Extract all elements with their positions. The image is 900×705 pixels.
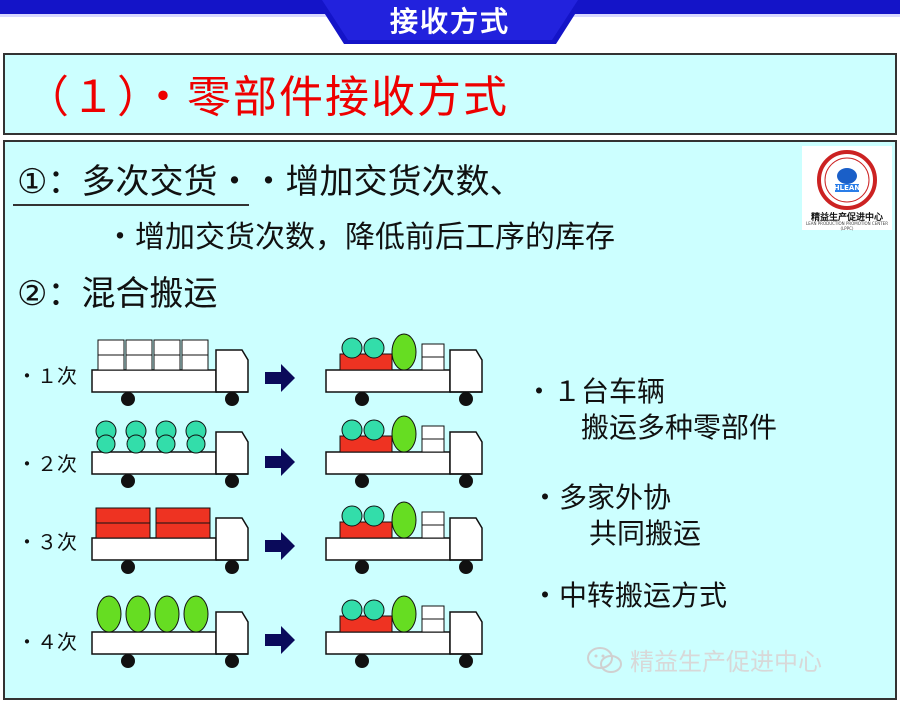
truck-row-1-right [325, 333, 483, 407]
lppc-logo: HLEAN 精益生产促进中心 LEAN PRODUCTION PROMOTION… [802, 146, 892, 231]
header-tab [316, 0, 584, 46]
truck-row-2-left [91, 420, 249, 489]
logo-ring-text: HLEAN [834, 184, 861, 192]
section-title: （１）・零部件接收方式 [25, 72, 509, 123]
arrow-row-2 [265, 448, 295, 476]
row-1-label: ・１次 [17, 364, 77, 388]
logo-subtitle: LEAN PRODUCTION PROMOTION CENTER (LPPC) [806, 221, 888, 231]
page-title: 接收方式 [389, 5, 510, 38]
truck-row-3-left [91, 507, 249, 575]
item-1-detail: ・增加交货次数，降低前后工序的库存 [105, 220, 615, 255]
benefit-multi-suppliers: ・多家外协 [531, 481, 672, 514]
truck-row-4-left [91, 595, 249, 669]
item-2-heading: ②：混合搬运 [17, 274, 218, 314]
arrow-row-4 [265, 626, 295, 654]
wechat-icon [587, 647, 622, 673]
logo-name: 精益生产促进中心 [810, 213, 883, 223]
benefit-joint-transport: 共同搬运 [589, 517, 702, 550]
truck-row-2-right [325, 415, 483, 489]
content-panel: ①：多次交货・・增加交货次数、 ・增加交货次数，降低前后工序的库存 ②：混合搬运… [3, 140, 897, 700]
row-2-label: ・２次 [17, 452, 77, 476]
logo-emblem: HLEAN [817, 150, 877, 210]
benefit-transfer-method: ・中转搬运方式 [531, 579, 728, 612]
truck-row-4-right [325, 595, 483, 669]
arrow-row-3 [265, 532, 295, 560]
section-title-panel: （１）・零部件接收方式 [3, 53, 897, 135]
benefit-multi-parts: 搬运多种零部件 [581, 411, 778, 444]
item-1-underline [13, 204, 249, 206]
truck-row-3-right [325, 501, 483, 575]
item-1-heading: ①：多次交货・・增加交货次数、 [17, 162, 524, 202]
arrow-row-1 [265, 364, 295, 392]
benefit-one-vehicle: ・１台车辆 [525, 375, 666, 408]
row-3-label: ・３次 [17, 530, 77, 554]
watermark-text: 精益生产促进中心 [630, 648, 822, 676]
row-4-label: ・４次 [17, 630, 77, 654]
truck-row-1-left [91, 339, 249, 407]
